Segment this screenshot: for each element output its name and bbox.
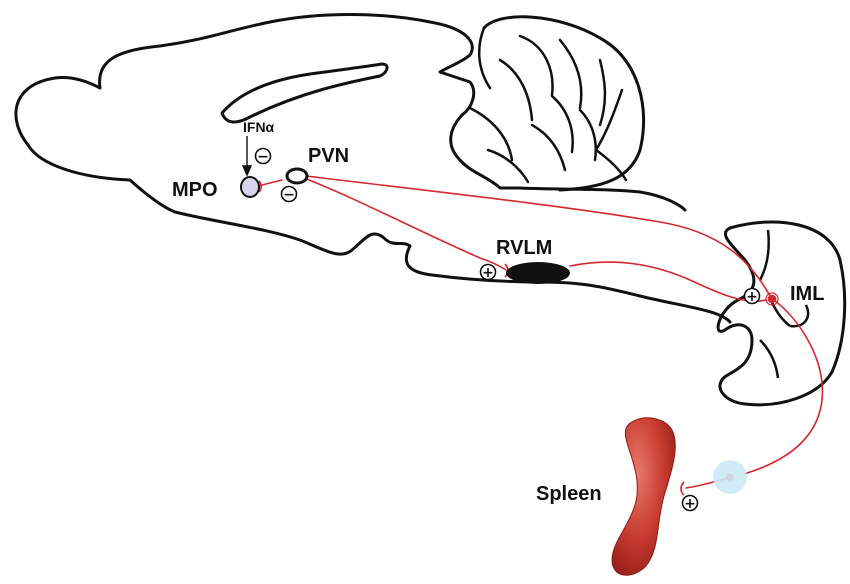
synaptic-terminals xyxy=(258,173,779,496)
sign-mpo-pvn: − xyxy=(280,185,298,203)
svg-text:−: − xyxy=(283,187,295,203)
label-ifn: IFNα xyxy=(243,119,275,135)
hippocampus-curve xyxy=(220,62,389,124)
sign-rvlm: + xyxy=(479,263,497,281)
ifn-arrow xyxy=(241,136,253,177)
sympathetic-ganglion xyxy=(713,460,747,494)
brain-outline xyxy=(14,13,732,324)
pathway-rvlm-iml xyxy=(569,261,767,302)
label-iml: IML xyxy=(790,283,824,305)
spleen-organ xyxy=(611,417,676,576)
rvlm-nucleus xyxy=(506,262,570,284)
mpo-nucleus xyxy=(240,176,260,198)
sign-spleen: + xyxy=(681,494,699,512)
spinal-cord-section xyxy=(716,220,847,407)
label-mpo: MPO xyxy=(172,179,218,201)
cerebrum-ventral-contour xyxy=(26,143,412,256)
label-spleen: Spleen xyxy=(536,483,602,505)
pathway-pvn-iml xyxy=(305,175,771,297)
pathway-mpo-pvn xyxy=(257,179,283,187)
iml-soma xyxy=(767,294,777,304)
svg-text:−: − xyxy=(257,149,269,165)
svg-text:+: + xyxy=(684,496,696,512)
pathway-iml-ganglion xyxy=(743,299,824,475)
sign-ifn-pvn: − xyxy=(254,147,272,165)
label-rvlm: RVLM xyxy=(496,237,552,259)
svg-text:+: + xyxy=(482,265,494,281)
terminal-mpo xyxy=(258,180,263,193)
cerebellum-contour xyxy=(449,15,687,212)
sign-iml: + xyxy=(743,287,761,305)
spinal-cord-outline xyxy=(716,220,847,407)
cerebrum-contour xyxy=(14,13,476,147)
terminal-spleen xyxy=(680,481,685,496)
pathway-pvn-rvlm xyxy=(303,177,507,271)
cerebellum-folia xyxy=(468,26,628,184)
gray-matter-horns xyxy=(758,229,810,379)
label-pvn: PVN xyxy=(308,145,349,167)
neural-pathways xyxy=(257,175,824,489)
pvn-nucleus xyxy=(285,167,309,185)
brainstem-contour xyxy=(404,244,732,324)
iml-ring xyxy=(765,292,779,306)
svg-text:+: + xyxy=(746,289,758,305)
